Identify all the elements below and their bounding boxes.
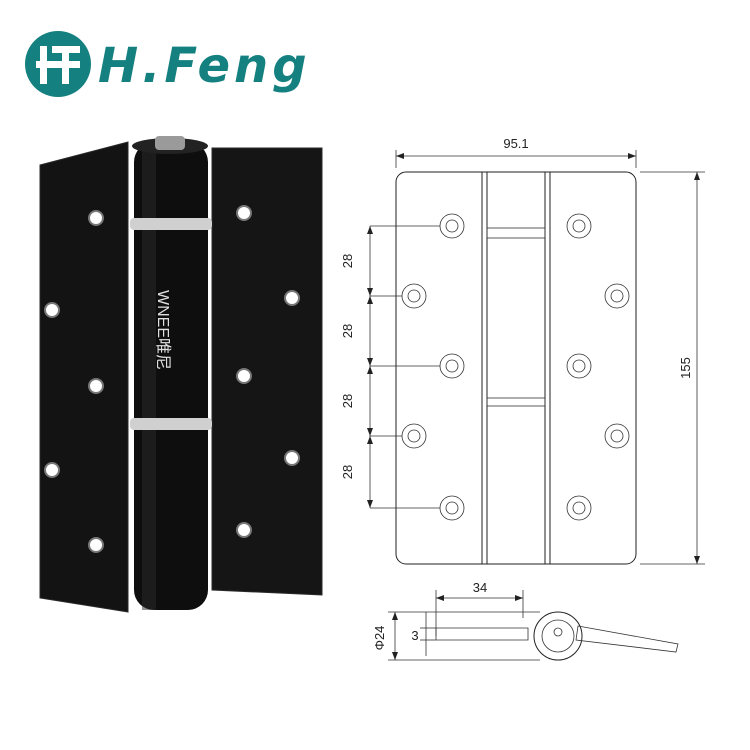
right-leaf: [211, 147, 323, 596]
brand-name: H.Feng: [98, 38, 311, 94]
hole: [439, 495, 465, 521]
bottom-ring: [130, 418, 212, 430]
screw-hole: [88, 537, 104, 553]
height-dimension: 155: [678, 357, 693, 379]
screw-hole: [44, 462, 60, 478]
barrel-cap: [155, 136, 185, 150]
plan-thickness-dimension: 3: [411, 628, 418, 643]
hinge-outline: [395, 171, 637, 565]
left-leaf: [39, 141, 129, 613]
screw-hole: [236, 205, 252, 221]
plan-view: 34 Φ24 3: [372, 580, 679, 661]
spacing-dimension-1: 28: [340, 254, 355, 268]
spacing-dimension-3: 28: [340, 394, 355, 408]
hole: [401, 423, 427, 449]
width-dimension: 95.1: [503, 136, 528, 151]
screw-hole: [236, 368, 252, 384]
hole: [604, 283, 630, 309]
hole: [566, 495, 592, 521]
hole: [439, 213, 465, 239]
plan-diameter-dimension: Φ24: [372, 626, 387, 651]
hole: [401, 283, 427, 309]
spacing-dimension-4: 28: [340, 465, 355, 479]
plan-leaf: [575, 625, 679, 653]
photo-screw-holes: [44, 205, 300, 553]
brand-logo: [22, 28, 332, 100]
screw-hole: [284, 450, 300, 466]
screw-hole: [88, 210, 104, 226]
screw-hole: [284, 290, 300, 306]
plan-barrel: [533, 611, 583, 661]
barrel-marking: WNEE唯尼: [154, 290, 172, 370]
hole: [604, 423, 630, 449]
hinge-photo: WNEE唯尼: [39, 136, 323, 613]
screw-hole: [44, 302, 60, 318]
screw-hole: [236, 522, 252, 538]
hole: [566, 213, 592, 239]
drawing-holes: [401, 213, 630, 521]
screw-hole: [88, 378, 104, 394]
hole: [566, 353, 592, 379]
hole: [439, 353, 465, 379]
plan-width-dimension: 34: [473, 580, 487, 595]
top-ring: [130, 218, 212, 230]
spacing-dimension-2: 28: [340, 324, 355, 338]
hf-logo-icon: [25, 31, 91, 97]
